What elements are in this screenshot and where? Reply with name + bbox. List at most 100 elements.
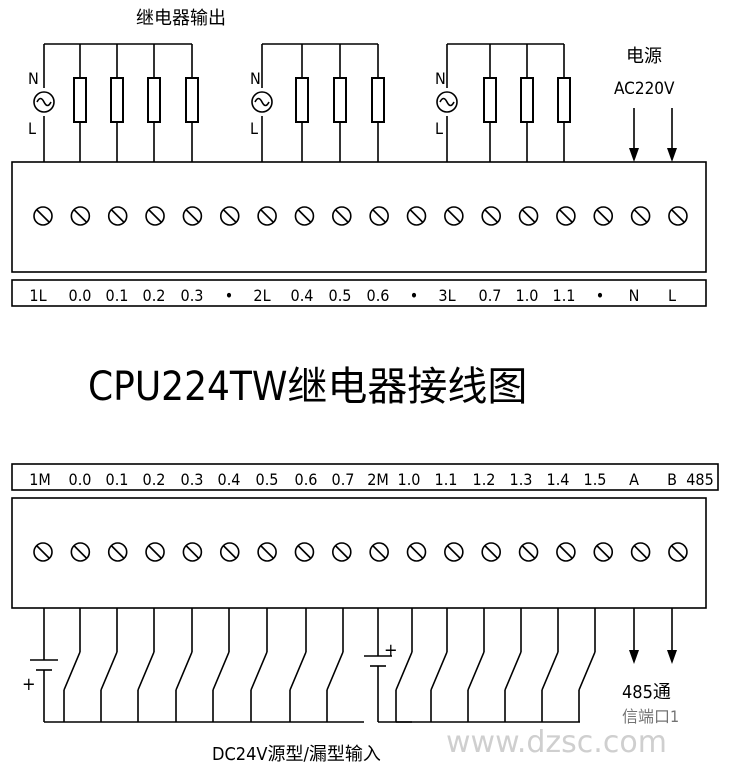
- source-n-label: N: [28, 69, 39, 88]
- screw-slot: [260, 209, 274, 223]
- screw-slot: [223, 209, 237, 223]
- top-terminal-label: 1.1: [553, 286, 576, 305]
- switch-contact: [395, 651, 413, 691]
- screw-terminal-icon: [668, 542, 688, 562]
- switch-contact: [212, 651, 230, 691]
- screw-slot: [73, 209, 87, 223]
- top-terminal-label: 0.0: [69, 286, 92, 305]
- switch-contact: [467, 651, 485, 691]
- switch-contact: [137, 651, 155, 691]
- bottom-terminal-label: 1.3: [510, 470, 533, 489]
- switch-contact: [430, 651, 448, 691]
- top-terminal-label: 1L: [29, 286, 46, 305]
- screw-terminal-icon: [369, 542, 389, 562]
- screw-terminal-icon: [556, 206, 576, 226]
- screw-terminal-icon: [630, 542, 651, 562]
- screw-terminal-icon: [444, 206, 464, 226]
- screw-slot: [297, 545, 312, 559]
- top-terminal-label: •: [410, 286, 419, 305]
- top-terminal-label: •: [596, 286, 605, 305]
- source-l-label: L: [28, 119, 36, 138]
- bottom-terminal-label: 0.0: [69, 470, 92, 489]
- input-switch-icon: [137, 608, 155, 722]
- screw-terminal-icon: [406, 542, 427, 562]
- screw-terminal-icon: [257, 542, 277, 562]
- input-switch-icon: [175, 608, 193, 722]
- top-terminal-label: 0.3: [181, 286, 204, 305]
- bottom-terminal-label: 0.4: [218, 470, 241, 489]
- top-screw-row: [33, 206, 688, 226]
- bottom-terminal-label: 485: [686, 470, 713, 489]
- screw-slot: [409, 209, 424, 223]
- screw-slot: [409, 545, 424, 559]
- source-n-label: N: [250, 69, 261, 88]
- screw-terminal-icon: [33, 206, 53, 226]
- screw-slot: [73, 545, 87, 559]
- screw-slot: [559, 545, 573, 559]
- input-switch-icon: [100, 608, 118, 722]
- input-switch-icon: [504, 608, 522, 722]
- comm-label-2: 信端口1: [622, 707, 679, 726]
- input-caption: DC24V源型/漏型输入: [212, 744, 381, 765]
- top-terminal-label: 0.2: [143, 286, 166, 305]
- switch-contact: [63, 651, 81, 691]
- bottom-screw-row: [33, 542, 688, 562]
- screw-terminal-icon: [145, 542, 165, 562]
- bottom-terminal-label: B: [667, 470, 677, 489]
- screw-slot: [447, 209, 461, 223]
- screw-terminal-icon: [406, 206, 427, 226]
- screw-terminal-icon: [481, 542, 502, 562]
- screw-terminal-icon: [593, 206, 614, 226]
- screw-terminal-icon: [556, 542, 576, 562]
- relay-output-title: 继电器输出: [136, 8, 226, 29]
- input-switch-icon: [467, 608, 485, 722]
- screw-terminal-icon: [107, 206, 128, 226]
- top-terminal-label: 1.0: [516, 286, 539, 305]
- input-wiring: [30, 608, 412, 723]
- ac-source-icon: [436, 91, 458, 113]
- screw-slot: [372, 545, 386, 559]
- source-n-label: N: [435, 69, 446, 88]
- bottom-terminal-label: 0.2: [143, 470, 166, 489]
- screw-slot: [634, 545, 648, 559]
- top-terminal-label: 2L: [253, 286, 270, 305]
- screw-terminal-icon: [369, 206, 389, 226]
- top-terminal-label: 0.1: [106, 286, 129, 305]
- screw-terminal-icon: [219, 206, 240, 226]
- input-switch-icon: [63, 608, 81, 722]
- screw-slot: [484, 209, 498, 223]
- input-switches: [63, 608, 596, 723]
- screw-terminal-icon: [518, 542, 539, 562]
- screw-slot: [36, 545, 50, 559]
- input-switch-icon: [541, 608, 559, 722]
- screw-terminal-icon: [145, 206, 165, 226]
- screw-terminal-icon: [182, 542, 203, 562]
- screw-terminal-icon: [630, 206, 651, 226]
- screw-slot: [447, 545, 461, 559]
- bottom-terminal-label: 0.7: [332, 470, 355, 489]
- top-terminal-label: 0.7: [479, 286, 502, 305]
- screw-terminal-icon: [481, 206, 502, 226]
- input-switch-icon: [326, 608, 344, 722]
- screw-slot: [596, 209, 610, 223]
- screw-slot: [521, 209, 536, 223]
- screw-slot: [297, 209, 312, 223]
- screw-slot: [260, 545, 274, 559]
- switch-contact: [578, 651, 596, 691]
- source-l-label: L: [250, 119, 258, 138]
- top-terminal-label: 0.5: [329, 286, 352, 305]
- bottom-terminal-label: 2M: [367, 470, 389, 489]
- screw-slot: [111, 545, 125, 559]
- input-switch-icon: [212, 608, 230, 722]
- screw-slot: [671, 209, 685, 223]
- bottom-terminal-label: 1.0: [398, 470, 421, 489]
- battery-plus-label: +: [22, 674, 36, 695]
- top-terminal-block: [11, 161, 707, 273]
- screw-slot: [671, 545, 685, 559]
- top-terminal-label: N: [629, 286, 640, 305]
- switch-contact: [100, 651, 118, 691]
- screw-terminal-icon: [331, 542, 352, 562]
